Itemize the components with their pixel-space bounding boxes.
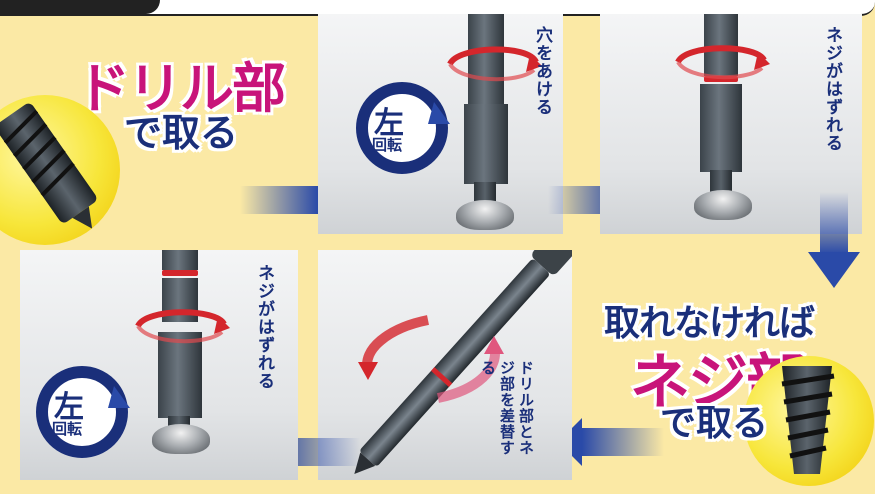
fallback-title: 取れなければ (604, 303, 815, 344)
drill-subtitle: で取る (124, 111, 239, 155)
screw-tip-icon (781, 366, 835, 474)
badge-rotation-text: 回転 (52, 420, 83, 438)
panel-screw-removed-1: ネジがはずれる (600, 14, 862, 234)
panel-screw-removed-2: ネジがはずれる 左 回転 (20, 250, 298, 480)
panel-swap-parts: ドリル部とネジ部を差替する (318, 250, 572, 480)
rotate-left-badge-icon (36, 366, 130, 458)
rotation-arrow-icon (675, 45, 770, 80)
flow-arrow-down (808, 192, 860, 288)
rotation-arrow-icon (135, 309, 230, 344)
rotation-arrow-icon (447, 46, 542, 82)
badge-rotation-text: 回転 (372, 136, 403, 154)
drill-title: ドリル部 (75, 56, 287, 121)
caption-screw-removed-2: ネジがはずれる (254, 264, 274, 390)
rotate-left-badge-icon (356, 82, 450, 174)
screw-tip-closeup (744, 356, 874, 486)
flow-arrow-3 (556, 418, 664, 466)
panel-drill-hole: 穴をあける 左 回転 (318, 14, 563, 234)
caption-screw-removed-1: ネジがはずれる (822, 26, 842, 152)
drill-tip-closeup (0, 95, 120, 245)
screw-part-subtitle: で取る (660, 403, 769, 444)
double-bit-illustration (354, 250, 572, 475)
drill-tip-icon (0, 103, 97, 229)
caption-swap-parts: ドリル部とネジ部を差替する (479, 360, 535, 456)
top-tab (0, 0, 160, 14)
badge-left-text: 左 (54, 390, 84, 425)
caption-drill-hole: 穴をあける (532, 26, 552, 116)
badge-left-text: 左 (374, 106, 404, 141)
